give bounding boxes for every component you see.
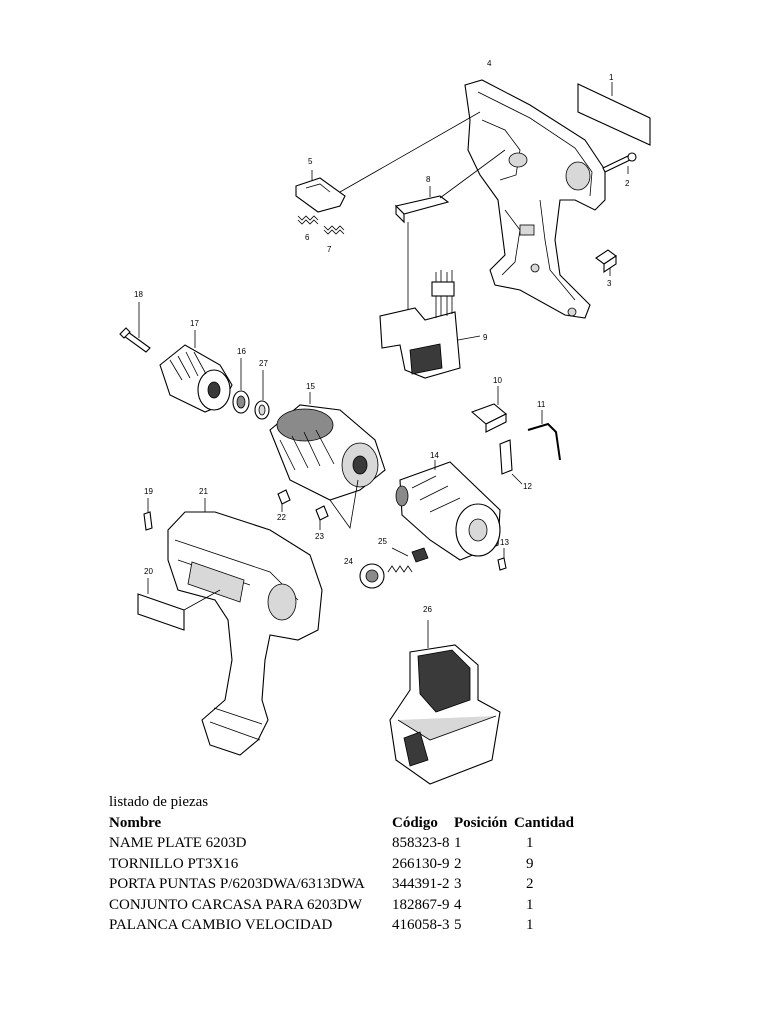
row-code: 266130-9	[392, 855, 450, 872]
row-code: 182867-9	[392, 896, 450, 913]
part-18-chuck-screw	[119, 302, 151, 353]
callout-18: 18	[134, 290, 143, 299]
callout-1: 1	[609, 73, 614, 82]
part-10-terminal	[470, 386, 507, 433]
part-22-screw	[277, 489, 291, 512]
header-name: Nombre	[109, 814, 162, 831]
part-3-bit-holder	[595, 249, 617, 276]
part-17-chuck	[159, 330, 233, 413]
callout-5: 5	[308, 157, 313, 166]
part-4-housing-half	[464, 79, 606, 319]
callout-8: 8	[426, 175, 431, 184]
callout-17: 17	[190, 319, 199, 328]
row-name: TORNILLO PT3X16	[109, 855, 239, 872]
row-quantity: 9	[526, 855, 534, 872]
parts-table-header-row: Nombre Código Posición Cantidad	[109, 813, 586, 834]
header-position: Posición	[454, 814, 508, 831]
part-12-lead	[499, 439, 523, 485]
part-27-ring	[254, 370, 270, 420]
part-5-speed-lever	[295, 111, 481, 213]
part-8-slide-block	[394, 149, 506, 320]
part-6-spring	[297, 215, 319, 225]
part-26-battery	[389, 620, 501, 785]
part-15-gear-assembly	[269, 392, 386, 530]
row-position: 1	[454, 835, 462, 851]
table-row: TORNILLO PT3X16 266130-9 2 9	[109, 854, 586, 875]
part-23-screw	[315, 505, 329, 530]
row-position: 5	[454, 917, 462, 933]
callout-20: 20	[144, 567, 153, 576]
callout-12: 12	[523, 482, 532, 491]
callout-11: 11	[537, 400, 546, 409]
callout-19: 19	[144, 487, 153, 496]
callout-23: 23	[315, 532, 324, 541]
table-row: PORTA PUNTAS P/6203DWA/6313DWA 344391-2 …	[109, 874, 586, 895]
parts-table: Nombre Código Posición Cantidad NAME PLA…	[109, 813, 586, 936]
part-21-housing-set	[167, 498, 323, 756]
part-1-name-plate	[577, 82, 651, 146]
row-position: 4	[454, 896, 462, 913]
part-11-wire-clip	[527, 410, 561, 461]
part-25-carbon-brush	[387, 547, 429, 573]
row-name: PALANCA CAMBIO VELOCIDAD	[109, 917, 333, 933]
part-16-bearing	[232, 358, 250, 414]
callout-9: 9	[483, 333, 488, 342]
row-position: 2	[454, 855, 462, 872]
callout-4: 4	[487, 59, 492, 68]
part-24-brush-cap	[359, 563, 385, 589]
callout-14: 14	[430, 451, 439, 460]
row-quantity: 1	[526, 835, 534, 851]
part-19-clip	[143, 498, 153, 531]
callout-15: 15	[306, 382, 315, 391]
parts-list-caption: listado de piezas	[109, 794, 209, 810]
callout-26: 26	[423, 605, 432, 614]
header-code: Código	[392, 814, 438, 831]
callout-21: 21	[199, 487, 208, 496]
part-13-screw	[497, 548, 507, 571]
row-quantity: 1	[526, 917, 534, 933]
row-name: PORTA PUNTAS P/6203DWA/6313DWA	[109, 876, 365, 892]
callout-22: 22	[277, 513, 286, 522]
row-name: CONJUNTO CARCASA PARA 6203DW	[109, 896, 362, 913]
table-row: PALANCA CAMBIO VELOCIDAD 416058-3 5 1	[109, 915, 586, 936]
part-7-spring	[323, 225, 345, 235]
row-position: 3	[454, 876, 462, 892]
table-row: CONJUNTO CARCASA PARA 6203DW 182867-9 4 …	[109, 895, 586, 916]
callout-13: 13	[500, 538, 509, 547]
callout-24: 24	[344, 557, 353, 566]
callout-27: 27	[259, 359, 268, 368]
header-quantity: Cantidad	[514, 814, 575, 831]
callout-10: 10	[493, 376, 502, 385]
part-9-switch	[379, 270, 481, 379]
row-code: 416058-3	[392, 917, 450, 933]
callout-7: 7	[327, 245, 332, 254]
callout-2: 2	[625, 179, 630, 188]
row-quantity: 1	[526, 896, 534, 913]
table-row: NAME PLATE 6203D 858323-8 1 1	[109, 833, 586, 854]
callout-16: 16	[237, 347, 246, 356]
callout-3: 3	[607, 279, 612, 288]
part-14-motor	[395, 460, 501, 561]
row-quantity: 2	[526, 876, 534, 892]
parts-list: listado de piezas Nombre Código Posición…	[109, 792, 586, 936]
row-code: 858323-8	[392, 835, 450, 851]
row-code: 344391-2	[392, 876, 450, 892]
callout-25: 25	[378, 537, 387, 546]
part-2-screw	[602, 152, 637, 174]
row-name: NAME PLATE 6203D	[109, 835, 247, 851]
callout-6: 6	[305, 233, 310, 242]
exploded-parts-diagram: 1 2 3 4 5 6 7 8 9 10 11 12 13 14 15 16 1…	[119, 59, 651, 785]
part-20-name-plate	[137, 578, 221, 631]
